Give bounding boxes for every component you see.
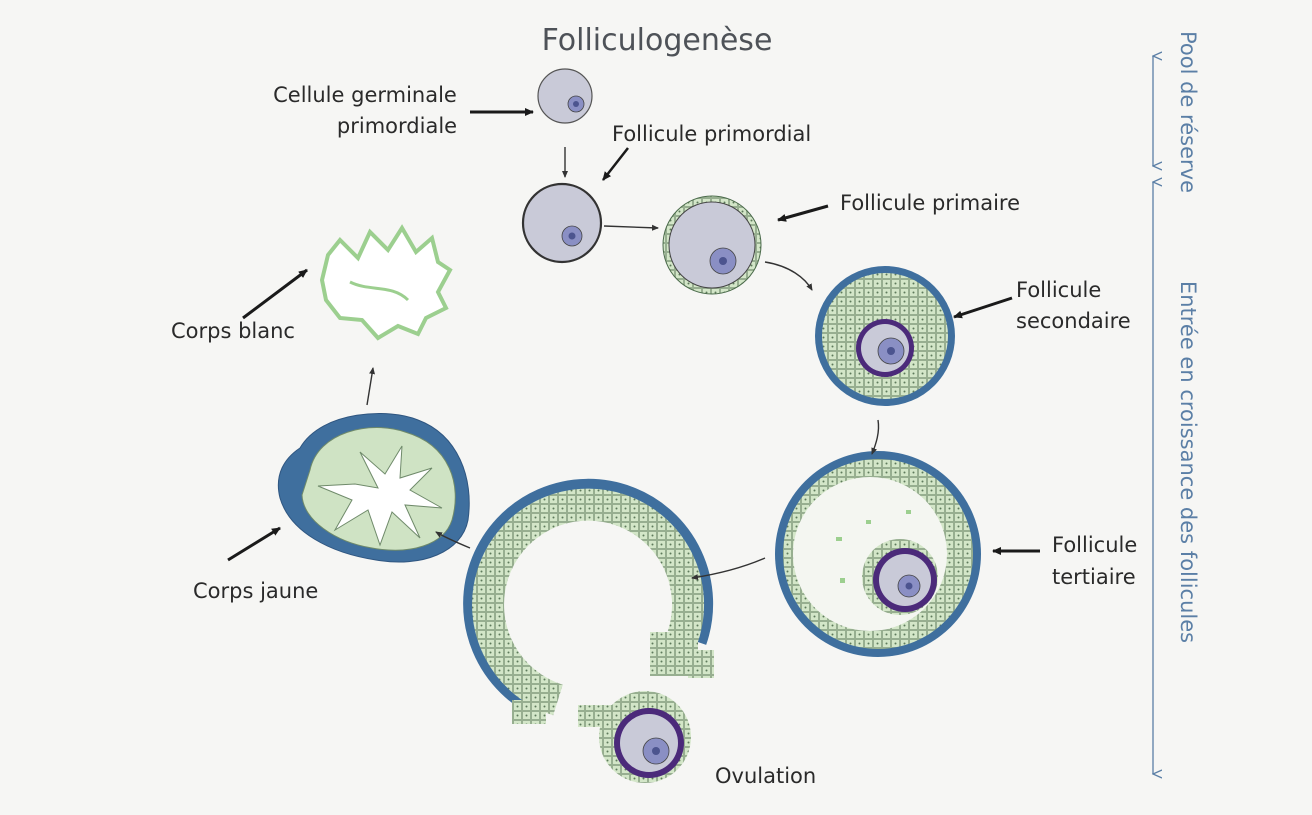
side-label-pool-de-reserve: Pool de réserve [1176, 31, 1200, 193]
label-corps-blanc: Corps blanc [171, 319, 295, 343]
follicule-tertiaire [775, 451, 981, 657]
arrow-follicule-secondaire [953, 296, 1013, 319]
follicule-primordial [521, 182, 603, 264]
label-follicule-secondaire-line2: secondaire [1016, 309, 1131, 333]
label-corps-jaune: Corps jaune [193, 579, 318, 603]
label-follicule-tertiaire-line1: Follicule [1052, 533, 1137, 557]
follicule-secondaire [815, 266, 955, 406]
sequence-arrows [366, 147, 880, 581]
cellule-germinale-primordiale [537, 68, 593, 124]
label-cellule-germinale-line1: Cellule germinale [273, 83, 457, 107]
arrow-follicule-primordial [602, 147, 629, 181]
arrow-corps-jaune [227, 526, 281, 562]
label-ovulation: Ovulation [715, 764, 816, 788]
label-cellule-germinale-line2: primordiale [337, 114, 457, 138]
label-follicule-secondaire-line1: Follicule [1016, 278, 1101, 302]
follicule-rompu [463, 478, 714, 724]
ovocyte-ovulation [578, 691, 691, 783]
arrow-corps-blanc [242, 268, 308, 320]
side-label-entree-en-croissance: Entrée en croissance des follicules [1176, 281, 1200, 643]
corps-blanc [319, 224, 453, 341]
arrow-follicule-primaire [777, 204, 829, 222]
label-follicule-primordial: Follicule primordial [612, 122, 811, 146]
page-title: Folliculogenèse [542, 23, 773, 58]
follicule-primaire [662, 195, 762, 295]
label-follicule-primaire: Follicule primaire [840, 191, 1020, 215]
corps-jaune [277, 412, 470, 563]
label-follicule-tertiaire-line2: tertiaire [1052, 565, 1136, 589]
